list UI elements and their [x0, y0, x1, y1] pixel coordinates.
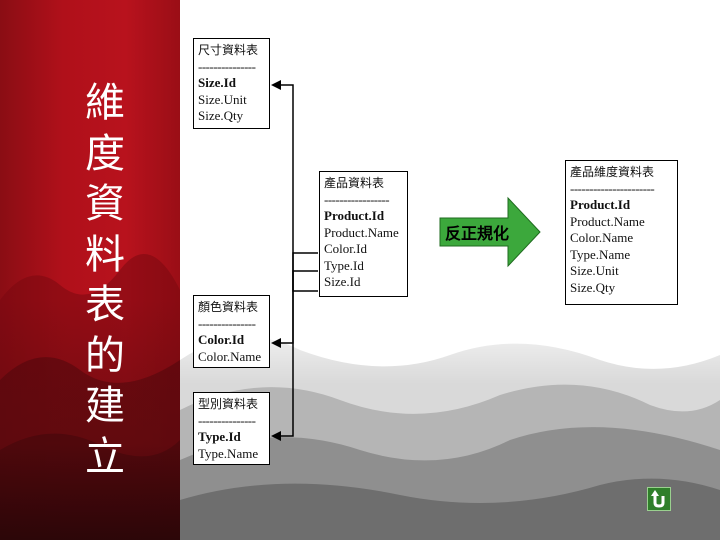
primary-key-field: Color.Id: [198, 332, 245, 347]
primary-key-field: Product.Id: [570, 197, 631, 212]
table-title: 產品資料表: [324, 176, 385, 190]
back-button[interactable]: [647, 487, 671, 511]
table-title: 產品維度資料表: [570, 165, 655, 179]
title-char: 料: [85, 231, 125, 278]
primary-key-field: Type.Id: [198, 429, 241, 444]
field: Color.Name: [570, 230, 634, 245]
field: Size.Unit: [570, 263, 619, 278]
field: Type.Name: [198, 445, 259, 461]
table-title: 型別資料表: [198, 397, 259, 411]
separator: ----------------------: [570, 180, 655, 196]
field: Size.Unit: [198, 91, 247, 107]
title-char: 的: [85, 332, 125, 379]
separator: -----------------: [324, 191, 390, 207]
size-table-box: 尺寸資料表 --------------- Size.Id Size.Unit …: [193, 38, 270, 129]
denormalize-arrow-label: 反正規化: [445, 224, 510, 243]
primary-key-field: Size.Id: [198, 75, 236, 90]
title-char: 度: [85, 130, 125, 177]
table-title: 尺寸資料表: [198, 43, 259, 57]
color-table-box: 顏色資料表 --------------- Color.Id Color.Nam…: [193, 295, 270, 368]
separator: ---------------: [198, 412, 256, 428]
type-table-box: 型別資料表 --------------- Type.Id Type.Name: [193, 392, 270, 465]
vertical-title: 維 度 資 料 表 的 建 立: [80, 78, 130, 482]
field: Product.Name: [570, 213, 645, 229]
separator: ---------------: [198, 315, 256, 331]
field: Size.Qty: [198, 108, 244, 123]
field: Size.Qty: [570, 279, 616, 295]
field: Type.Name: [570, 246, 631, 262]
return-arrow-icon: [651, 490, 665, 508]
product-table-box: 產品資料表 ----------------- Product.Id Produ…: [319, 171, 408, 297]
title-char: 維: [85, 80, 125, 126]
red-side-band: [0, 0, 180, 540]
title-char: 建: [85, 383, 125, 429]
table-title: 顏色資料表: [198, 300, 259, 314]
field: Color.Id: [324, 241, 367, 256]
product-dimension-table-box: 產品維度資料表 ---------------------- Product.I…: [565, 160, 678, 305]
title-char: 資: [85, 181, 125, 227]
primary-key-field: Product.Id: [324, 208, 385, 223]
separator: ---------------: [198, 58, 256, 74]
field: Type.Id: [324, 257, 364, 273]
title-char: 表: [85, 282, 125, 328]
title-char: 立: [85, 433, 125, 480]
field: Size.Id: [324, 274, 361, 289]
field: Product.Name: [324, 224, 399, 240]
field: Color.Name: [198, 348, 262, 364]
